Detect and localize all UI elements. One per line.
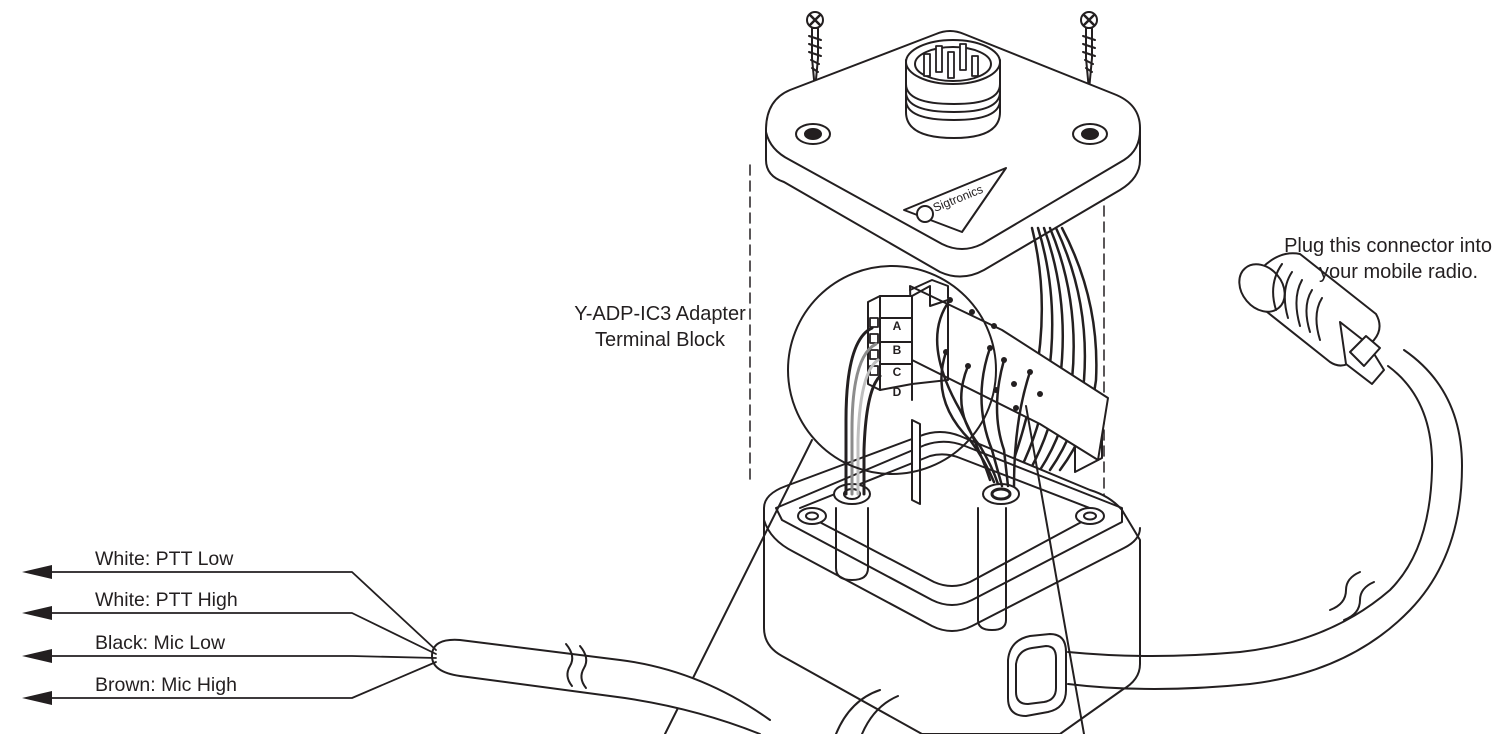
wire-label-ptt-low: White: PTT Low	[95, 548, 234, 570]
svg-text:C: C	[893, 365, 902, 379]
arrow-left-icon	[22, 691, 52, 705]
svg-text:A: A	[893, 319, 902, 333]
circular-connector-icon	[905, 39, 1001, 139]
radio-connector-callout-line1: Plug this connector into	[1284, 235, 1492, 257]
screw-icon	[1080, 11, 1098, 91]
radio-plug-icon	[1238, 252, 1385, 385]
svg-text:D: D	[893, 385, 902, 399]
wire-label-ptt-high: White: PTT High	[95, 589, 238, 611]
terminal-wires	[844, 326, 882, 496]
enclosure-lid: Sigtronics	[765, 30, 1141, 278]
terminal-block: A B C D	[867, 279, 949, 399]
headset-cable	[431, 638, 899, 734]
fanout-wires	[39, 571, 437, 699]
arrow-left-icon	[22, 606, 52, 620]
radio-connector-callout-line2: your mobile radio.	[1319, 261, 1478, 283]
arrow-left-icon	[22, 649, 52, 663]
arrow-left-icon	[22, 565, 52, 579]
wire-label-mic-high: Brown: Mic High	[95, 674, 237, 696]
screw-icon	[806, 11, 824, 91]
wire-label-mic-low: Black: Mic Low	[95, 632, 226, 654]
terminal-block-callout-line1: Y-ADP-IC3 Adapter	[574, 303, 746, 325]
svg-text:B: B	[893, 343, 902, 357]
terminal-block-callout-line2: Terminal Block	[594, 329, 726, 351]
terminal-block-callout: Y-ADP-IC3 Adapter Terminal Block	[540, 302, 780, 352]
enclosure-box	[763, 431, 1141, 734]
radio-cable	[1067, 349, 1463, 690]
board-wires	[935, 298, 1032, 488]
